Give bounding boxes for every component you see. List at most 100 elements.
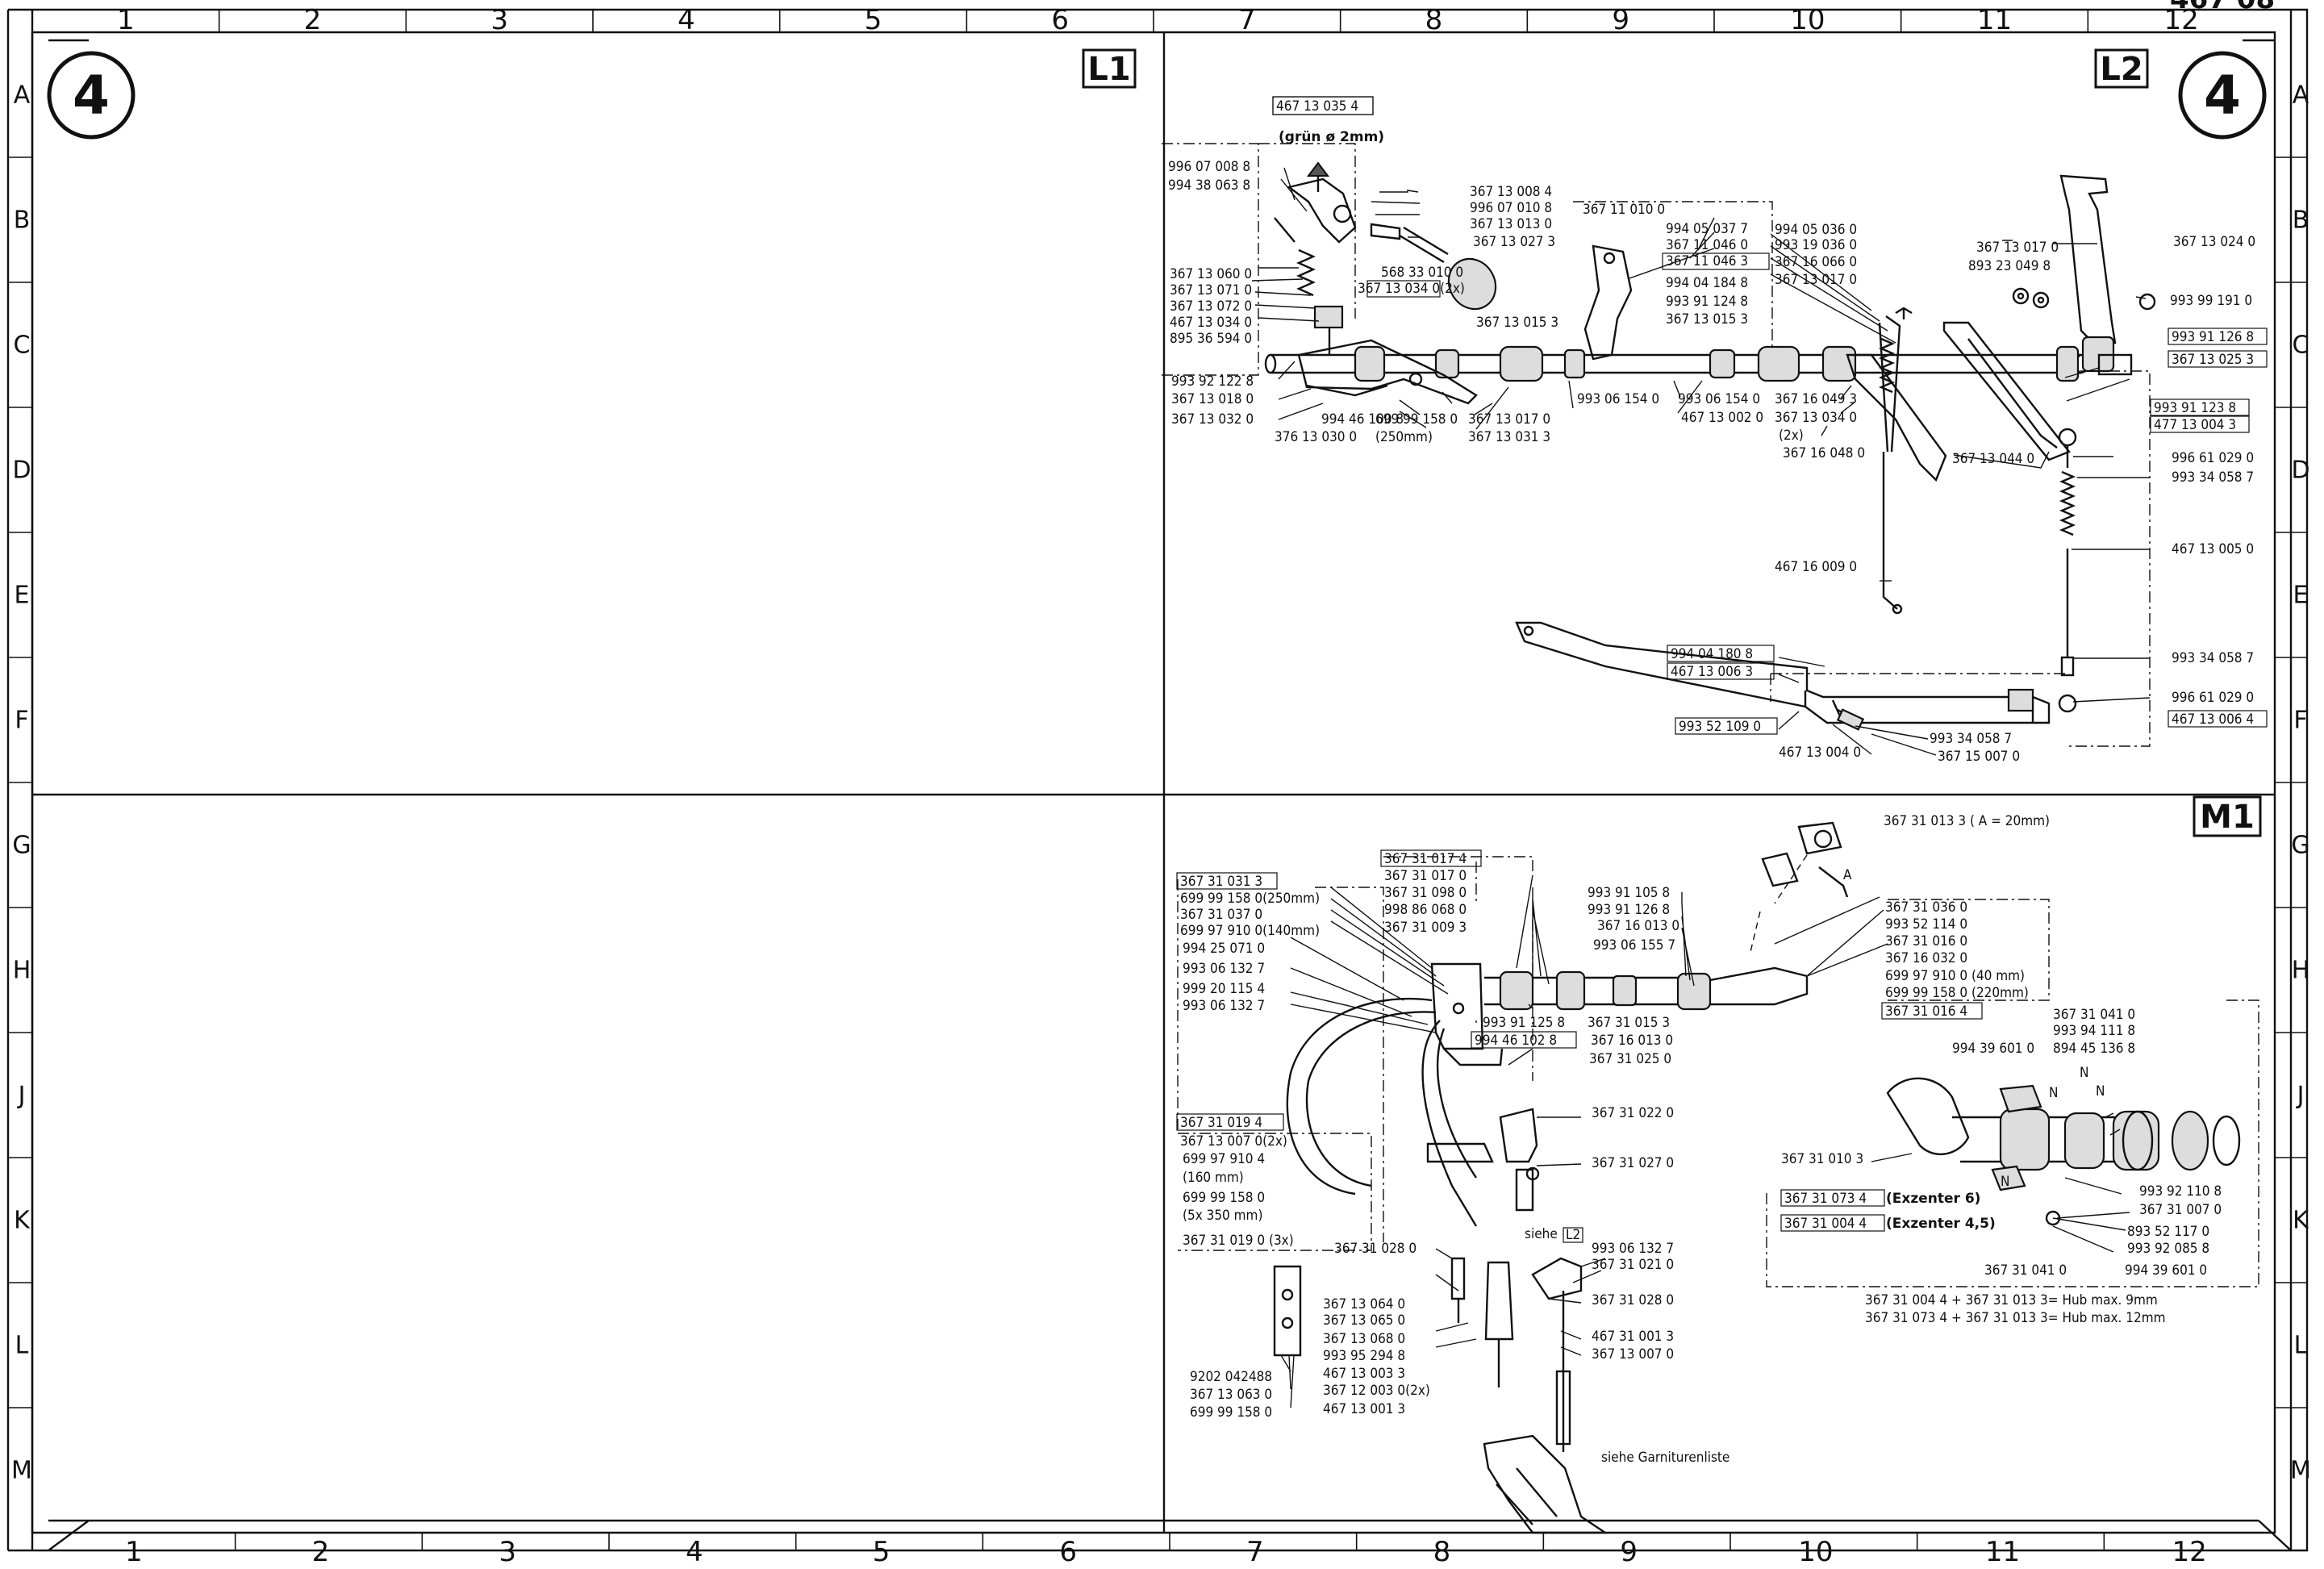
grid-column-number: 8: [1433, 1536, 1451, 1568]
svg-text:367 11 010 0: 367 11 010 0: [1583, 202, 1665, 218]
panel-tag-m1: M1: [2193, 795, 2262, 837]
svg-text:467 13 035 4: 467 13 035 4: [1276, 98, 1358, 115]
svg-text:699 97 910 0 (40 mm): 699 97 910 0 (40 mm): [1885, 968, 2025, 984]
grid-row-letter: L: [15, 1332, 29, 1360]
grid-row-letter: L: [2294, 1332, 2308, 1360]
grid-column-number: 7: [1238, 4, 1256, 36]
svg-text:993 94 111 8: 993 94 111 8: [2053, 1023, 2135, 1039]
svg-text:699 99 158 0 (220mm): 699 99 158 0 (220mm): [1885, 985, 2029, 1001]
panel-tag-l1: L1: [1082, 48, 1137, 89]
svg-text:N: N: [2096, 1083, 2105, 1100]
svg-text:367 16 013 0: 367 16 013 0: [1597, 918, 1679, 934]
svg-text:699 99 158 0: 699 99 158 0: [1375, 411, 1458, 428]
svg-text:367 16 066 0: 367 16 066 0: [1775, 254, 1857, 270]
grid-column-number: 1: [117, 4, 135, 36]
svg-text:993 91 125 8: 993 91 125 8: [1483, 1015, 1565, 1031]
svg-text:367 31 009 3: 367 31 009 3: [1384, 920, 1467, 936]
svg-text:994 04 184 8: 994 04 184 8: [1666, 275, 1748, 291]
grid-row-letter: G: [12, 832, 31, 860]
svg-text:367 31 017 0: 367 31 017 0: [1384, 868, 1467, 884]
svg-text:367 12 003 0(2x): 367 12 003 0(2x): [1323, 1383, 1430, 1399]
svg-text:699 99 158 0: 699 99 158 0: [1190, 1404, 1272, 1421]
svg-text:699 97 910 0(140mm): 699 97 910 0(140mm): [1180, 923, 1320, 939]
grid-row-letter: E: [2293, 582, 2309, 610]
svg-text:(Exzenter 6): (Exzenter 6): [1886, 1191, 1980, 1207]
svg-text:367 31 041 0: 367 31 041 0: [2053, 1007, 2135, 1023]
grid-column-number: 5: [865, 4, 882, 36]
svg-text:367 13 017 0: 367 13 017 0: [1976, 240, 2059, 256]
svg-text:N: N: [2080, 1065, 2088, 1081]
svg-text:998 86 068 0: 998 86 068 0: [1384, 902, 1467, 918]
svg-text:4: 4: [73, 65, 110, 127]
svg-text:L2: L2: [2100, 51, 2143, 88]
svg-text:894 45 136 8: 894 45 136 8: [2053, 1041, 2135, 1057]
grid-column-number: 10: [1798, 1536, 1833, 1568]
svg-text:367 31 028 0: 367 31 028 0: [1592, 1292, 1674, 1308]
grid-row-letter: G: [2291, 832, 2309, 860]
grid-row-letter: E: [15, 582, 30, 610]
svg-text:993 06 155 7: 993 06 155 7: [1593, 937, 1675, 954]
svg-text:(5x 350 mm): (5x 350 mm): [1183, 1208, 1262, 1224]
svg-text:N: N: [2049, 1085, 2058, 1101]
svg-text:993 06 132 7: 993 06 132 7: [1183, 998, 1265, 1014]
grid-column-number: 1: [125, 1536, 143, 1568]
section-circle-right: 4: [2178, 51, 2267, 140]
svg-text:994 05 037 7: 994 05 037 7: [1666, 221, 1748, 237]
svg-text:367 16 048 0: 367 16 048 0: [1783, 445, 1865, 461]
svg-text:467 16 009 0: 467 16 009 0: [1775, 559, 1857, 575]
svg-text:994 39 601 0: 994 39 601 0: [1952, 1041, 2034, 1057]
svg-text:993 92 122 8: 993 92 122 8: [1171, 373, 1254, 390]
grid-row-letter: A: [14, 81, 31, 110]
svg-text:367 31 013 3 ( A = 20mm): 367 31 013 3 ( A = 20mm): [1884, 813, 2050, 829]
svg-text:993 52 109 0: 993 52 109 0: [1679, 719, 1761, 735]
svg-text:367 31 036 0: 367 31 036 0: [1885, 899, 1967, 916]
svg-text:993 06 154 0: 993 06 154 0: [1577, 391, 1659, 407]
svg-text:993 92 085 8: 993 92 085 8: [2127, 1241, 2209, 1257]
svg-text:367 31 015 3: 367 31 015 3: [1588, 1015, 1670, 1031]
svg-text:996 07 008 8: 996 07 008 8: [1168, 159, 1250, 175]
svg-text:367 13 063 0: 367 13 063 0: [1190, 1387, 1272, 1403]
svg-text:993 34 058 7: 993 34 058 7: [2172, 469, 2254, 486]
grid-column-number: 8: [1425, 4, 1443, 36]
svg-text:siehe: siehe: [1525, 1226, 1558, 1242]
grid-column-number: 6: [1051, 4, 1069, 36]
grid-row-letter: F: [2293, 707, 2307, 735]
svg-text:367 31 017 4: 367 31 017 4: [1384, 851, 1467, 867]
svg-text:siehe Garniturenliste: siehe Garniturenliste: [1601, 1450, 1729, 1466]
svg-text:367 15 007 0: 367 15 007 0: [1938, 749, 2020, 765]
svg-text:467 13 006 4: 467 13 006 4: [2172, 711, 2254, 728]
svg-text:367 13 013 0: 367 13 013 0: [1470, 216, 1552, 232]
svg-text:9202 042488: 9202 042488: [1190, 1369, 1272, 1385]
grid-row-letter: M: [2290, 1457, 2311, 1485]
svg-text:367 13 072 0: 367 13 072 0: [1170, 298, 1252, 315]
grid-column-number: 9: [1612, 4, 1629, 36]
svg-text:467 13 034 0: 467 13 034 0: [1170, 315, 1252, 331]
svg-text:367 13 032 0: 367 13 032 0: [1171, 411, 1254, 428]
l2-assembly-drawing: [1162, 143, 2156, 756]
svg-text:993 91 123 8: 993 91 123 8: [2154, 400, 2236, 416]
svg-text:993 91 105 8: 993 91 105 8: [1588, 885, 1670, 901]
grid-column-number: 11: [1977, 4, 2012, 36]
svg-text:367 31 019 4: 367 31 019 4: [1180, 1115, 1262, 1131]
svg-text:367 31 022 0: 367 31 022 0: [1592, 1105, 1674, 1121]
svg-text:(250mm): (250mm): [1375, 429, 1433, 445]
grid-row-letter: H: [2292, 957, 2310, 985]
svg-text:367 13 071 0: 367 13 071 0: [1170, 282, 1252, 298]
svg-text:367 31 004 4 + 367 31 013 3= H: 367 31 004 4 + 367 31 013 3= Hub max. 9m…: [1865, 1292, 2158, 1308]
svg-text:993 06 154 0: 993 06 154 0: [1678, 391, 1760, 407]
svg-text:L1: L1: [1087, 51, 1130, 88]
svg-text:993 34 058 7: 993 34 058 7: [1930, 731, 2012, 747]
svg-text:467 13 005 0: 467 13 005 0: [2172, 541, 2254, 557]
svg-text:367 13 007 0(2x): 367 13 007 0(2x): [1180, 1133, 1287, 1150]
svg-text:367 31 016 4: 367 31 016 4: [1885, 1004, 1967, 1020]
svg-text:993 19 036 0: 993 19 036 0: [1775, 237, 1857, 253]
grid-row-letter: A: [2293, 81, 2309, 110]
svg-text:367 11 046 0: 367 11 046 0: [1666, 237, 1748, 253]
svg-text:367 13 060 0: 367 13 060 0: [1170, 266, 1252, 282]
svg-text:994 04 180 8: 994 04 180 8: [1671, 646, 1753, 662]
svg-text:367 31 073 4 + 367 31 013 3= H: 367 31 073 4 + 367 31 013 3= Hub max. 12…: [1865, 1310, 2166, 1326]
